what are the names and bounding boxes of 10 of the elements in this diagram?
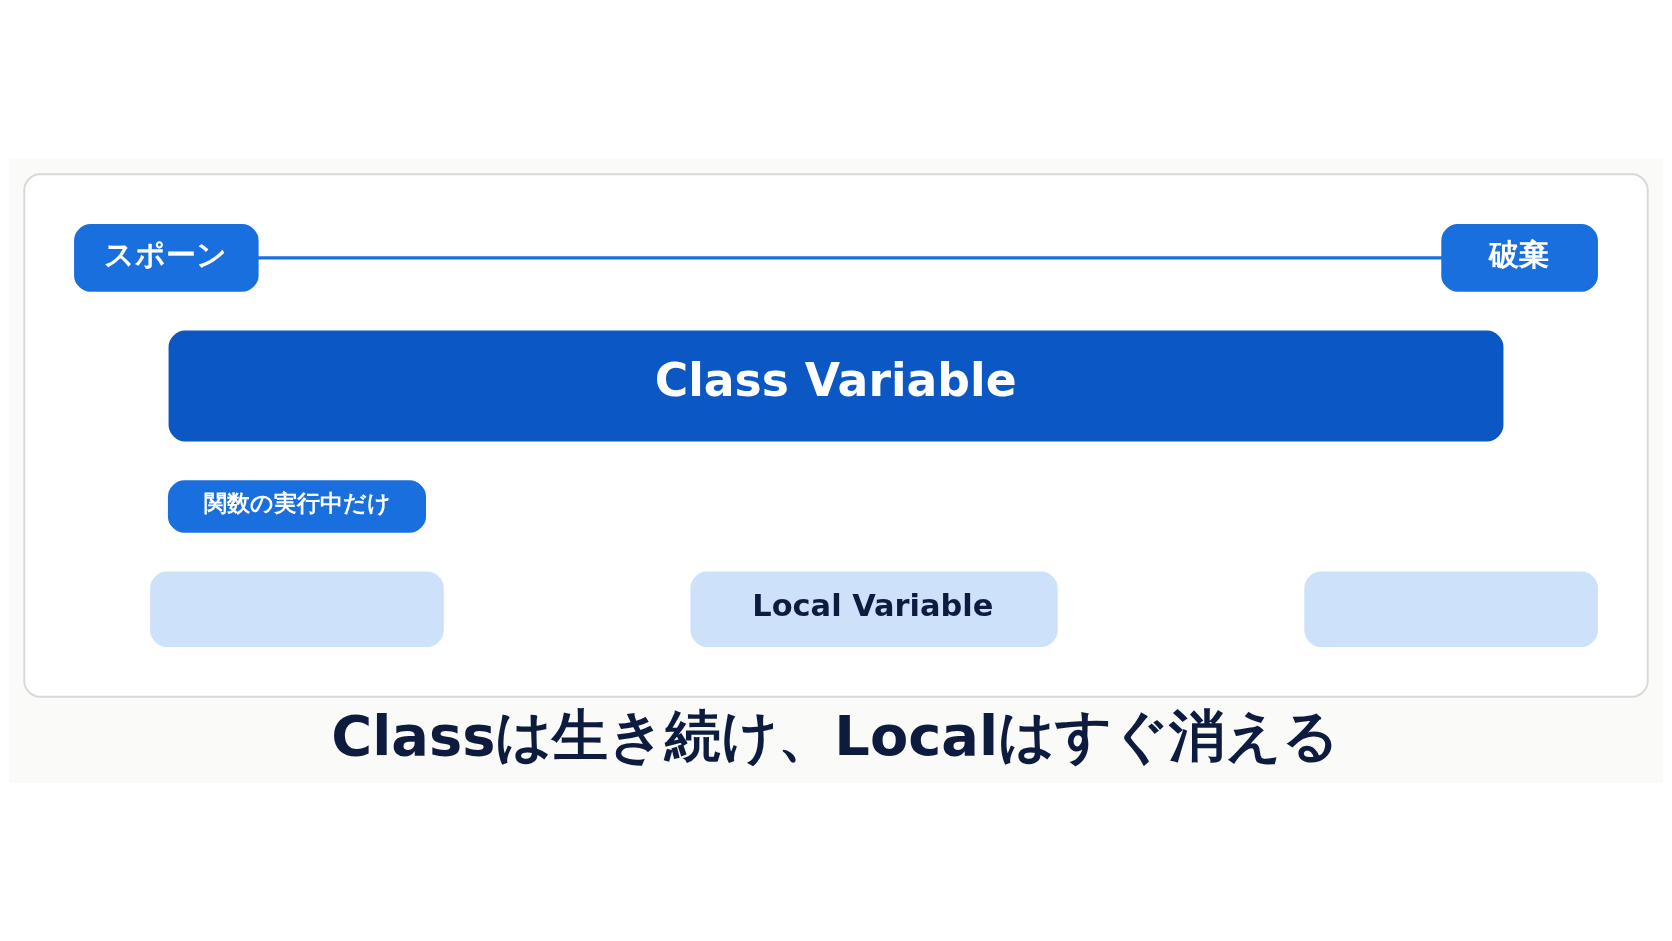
node-box: 関数の実行中だけ xyxy=(167,479,426,533)
cluster xyxy=(23,172,1649,698)
node-box xyxy=(150,571,444,647)
connector xyxy=(257,255,1442,259)
node-box: Class Variable xyxy=(168,330,1504,441)
caption: Classは生き続け、Localはすぐ消える xyxy=(331,702,1340,768)
node-box xyxy=(1304,571,1598,647)
node-box: Local Variable xyxy=(690,571,1058,647)
node-box: スポーン xyxy=(74,223,259,292)
node-box: 破棄 xyxy=(1441,223,1598,292)
